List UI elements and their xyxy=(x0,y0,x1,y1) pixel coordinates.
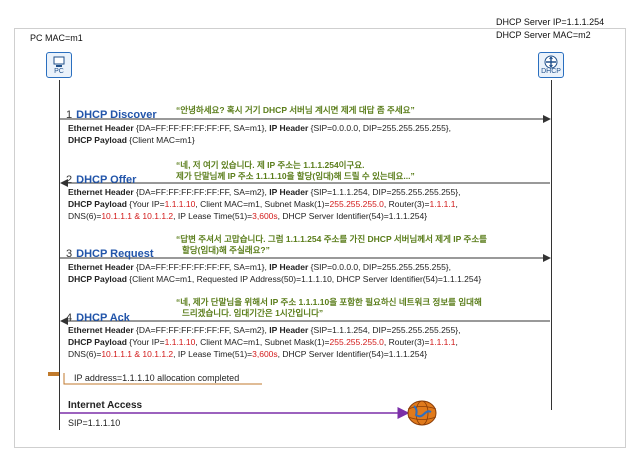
detail-text: {DA=FF:FF:FF:FF:FF:FF, SA=m2}, xyxy=(133,325,270,335)
detail-line: Ethernet Header {DA=FF:FF:FF:FF:FF:FF, S… xyxy=(68,186,460,198)
detail-text: {Client MAC=m1, Requested IP Address(50)… xyxy=(126,274,482,284)
detail-line: DNS(6)=10.1.1.1 & 10.1.1.2, IP Lease Tim… xyxy=(68,348,460,360)
assigned-value: 3,600s xyxy=(252,349,278,359)
detail-text: , Client MAC=m1, Subnet Mask(1)= xyxy=(195,199,330,209)
pc-lifeline xyxy=(59,80,60,430)
detail-text: {SIP=0.0.0.0, DIP=255.255.255.255}, xyxy=(308,123,452,133)
detail-text: {DA=FF:FF:FF:FF:FF:FF, SA=m1}, xyxy=(133,123,270,133)
step-1-note: “안녕하세요? 혹시 거기 DHCP 서버님 계시면 제게 대답 좀 주세요” xyxy=(176,105,415,115)
detail-text: , xyxy=(455,199,458,209)
detail-text: , IP Lease Time(51)= xyxy=(173,349,253,359)
detail-text: {Client MAC=m1} xyxy=(126,135,195,145)
dhcp-label: DHCP xyxy=(541,68,561,75)
detail-line: DHCP Payload {Client MAC=m1} xyxy=(68,134,451,146)
detail-line: Ethernet Header {DA=FF:FF:FF:FF:FF:FF, S… xyxy=(68,324,460,336)
detail-text: {DA=FF:FF:FF:FF:FF:FF, SA=m2}, xyxy=(133,187,270,197)
internet-sip: SIP=1.1.1.10 xyxy=(68,418,121,428)
step-4-note: “네, 제가 단말님을 위해서 IP 주소 1.1.1.10을 포함한 필요하신… xyxy=(176,297,482,318)
allocation-marker xyxy=(48,372,59,376)
field-label: Ethernet Header xyxy=(68,123,134,133)
assigned-value: 3,600s xyxy=(252,211,278,221)
detail-line: Ethernet Header {DA=FF:FF:FF:FF:FF:FF, S… xyxy=(68,122,451,134)
detail-text: , IP Lease Time(51)= xyxy=(173,211,253,221)
assigned-value: 10.1.1.1 & 10.1.1.2 xyxy=(101,349,174,359)
detail-text: {Your IP= xyxy=(126,337,165,347)
assigned-value: 10.1.1.1 & 10.1.1.2 xyxy=(101,211,174,221)
field-label: IP Header xyxy=(269,123,309,133)
step-3-details: Ethernet Header {DA=FF:FF:FF:FF:FF:FF, S… xyxy=(68,261,481,285)
detail-line: Ethernet Header {DA=FF:FF:FF:FF:FF:FF, S… xyxy=(68,261,481,273)
detail-line: DHCP Payload {Your IP=1.1.1.10, Client M… xyxy=(68,198,460,210)
pc-node: PC xyxy=(46,52,72,78)
detail-line: DHCP Payload {Client MAC=m1, Requested I… xyxy=(68,273,481,285)
dhcp-server-node: DHCP xyxy=(538,52,564,78)
detail-text: , DHCP Server Identifier(54)=1.1.1.254} xyxy=(277,349,428,359)
detail-text: {DA=FF:FF:FF:FF:FF:FF, SA=m1}, xyxy=(133,262,270,272)
detail-text: {SIP=1.1.1.254, DIP=255.255.255.255}, xyxy=(308,187,461,197)
globe-icon xyxy=(407,400,437,426)
field-label: Ethernet Header xyxy=(68,262,134,272)
diagram-frame xyxy=(14,28,626,448)
field-label: DHCP Payload xyxy=(68,337,127,347)
field-label: DHCP Payload xyxy=(68,274,127,284)
detail-text: {Your IP= xyxy=(126,199,165,209)
detail-text: , Router(3)= xyxy=(383,337,430,347)
detail-text: , DHCP Server Identifier(54)=1.1.1.254} xyxy=(277,211,428,221)
detail-text: {SIP=1.1.1.254, DIP=255.255.255.255}, xyxy=(308,325,461,335)
detail-text: , Router(3)= xyxy=(383,199,430,209)
detail-text: DNS(6)= xyxy=(68,349,102,359)
field-label: IP Header xyxy=(269,325,309,335)
field-label: IP Header xyxy=(269,187,309,197)
server-header-ip: DHCP Server IP=1.1.1.254 xyxy=(496,17,605,27)
field-label: IP Header xyxy=(269,262,309,272)
assigned-value: 255.255.255.0 xyxy=(329,337,384,347)
detail-text: {SIP=0.0.0.0, DIP=255.255.255.255}, xyxy=(308,262,452,272)
assigned-value: 1.1.1.10 xyxy=(164,337,196,347)
server-header-mac: DHCP Server MAC=m2 xyxy=(496,30,591,40)
field-label: Ethernet Header xyxy=(68,325,134,335)
assigned-value: 255.255.255.0 xyxy=(329,199,384,209)
pc-label: PC xyxy=(54,68,64,75)
assigned-value: 1.1.1.10 xyxy=(164,199,196,209)
step-3-note: “답변 주셔서 고맙습니다. 그럼 1.1.1.254 주소를 가진 DHCP … xyxy=(176,234,487,255)
detail-line: DHCP Payload {Your IP=1.1.1.10, Client M… xyxy=(68,336,460,348)
internet-access-title: Internet Access xyxy=(68,400,143,411)
pc-header: PC MAC=m1 xyxy=(30,33,83,43)
computer-icon xyxy=(53,56,65,67)
step-2-details: Ethernet Header {DA=FF:FF:FF:FF:FF:FF, S… xyxy=(68,186,460,222)
step-2-note: “네, 저 여기 있습니다. 제 IP 주소는 1.1.1.254이구요. 제가… xyxy=(176,160,415,181)
field-label: Ethernet Header xyxy=(68,187,134,197)
server-lifeline xyxy=(551,80,552,410)
router-icon xyxy=(544,55,558,69)
allocation-text: IP address=1.1.1.10 allocation completed xyxy=(74,373,240,383)
step-4-details: Ethernet Header {DA=FF:FF:FF:FF:FF:FF, S… xyxy=(68,324,460,360)
detail-line: DNS(6)=10.1.1.1 & 10.1.1.2, IP Lease Tim… xyxy=(68,210,460,222)
assigned-value: 1.1.1.1 xyxy=(429,337,456,347)
field-label: DHCP Payload xyxy=(68,199,127,209)
detail-text: DNS(6)= xyxy=(68,211,102,221)
assigned-value: 1.1.1.1 xyxy=(429,199,456,209)
detail-text: , xyxy=(455,337,458,347)
field-label: DHCP Payload xyxy=(68,135,127,145)
detail-text: , Client MAC=m1, Subnet Mask(1)= xyxy=(195,337,330,347)
step-1-details: Ethernet Header {DA=FF:FF:FF:FF:FF:FF, S… xyxy=(68,122,451,146)
